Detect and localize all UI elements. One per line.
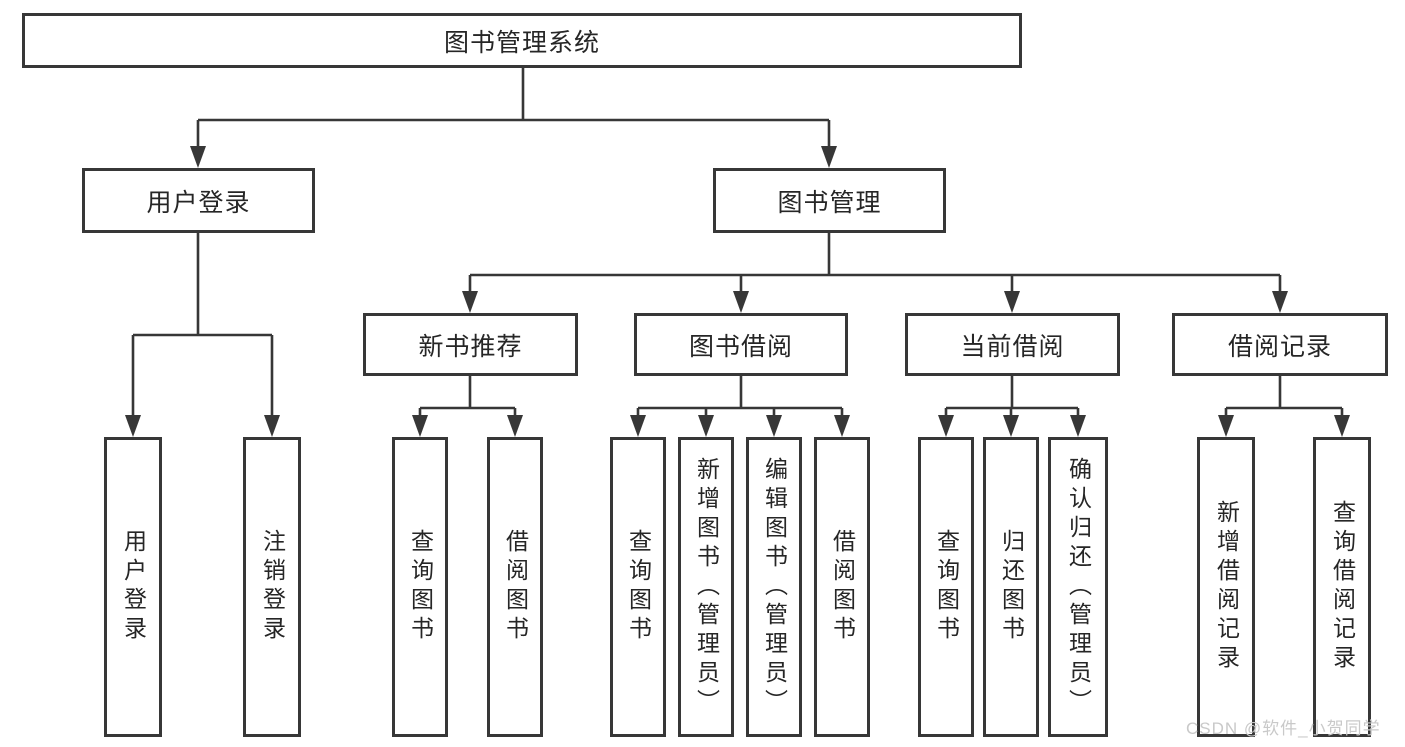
leaf-return-book-label: 归还图书 — [998, 529, 1025, 645]
leaf-add-record-label: 新增借阅记录 — [1213, 500, 1240, 674]
leaf-user-login: 用户登录 — [104, 437, 162, 737]
leaf-query-record: 查询借阅记录 — [1313, 437, 1371, 737]
connector-root-to-level1 — [196, 68, 831, 150]
node-root: 图书管理系统 — [22, 13, 1022, 68]
node-root-label: 图书管理系统 — [443, 28, 600, 57]
node-book-borrow-label: 图书借阅 — [688, 332, 793, 361]
leaf-borrow-book-1-label: 借阅图书 — [502, 529, 529, 645]
arrowhead — [1003, 415, 1019, 437]
arrowhead — [412, 415, 428, 437]
leaf-user-login-label: 用户登录 — [120, 529, 147, 645]
arrowheads — [125, 146, 1350, 437]
leaf-query-book-2-label: 查询图书 — [625, 529, 652, 645]
arrowhead — [1334, 415, 1350, 437]
leaf-confirm-return: 确认归还（管理员） — [1048, 437, 1108, 737]
node-book-mgmt-label: 图书管理 — [777, 188, 882, 217]
arrowhead — [698, 415, 714, 437]
node-current-borrow-label: 当前借阅 — [960, 332, 1065, 361]
connector-bookmgmt-to-level3 — [468, 233, 1282, 295]
leaf-logout-label: 注销登录 — [259, 529, 286, 645]
node-book-borrow: 图书借阅 — [634, 313, 848, 376]
arrowhead — [507, 415, 523, 437]
connector-lines — [131, 68, 1344, 419]
leaf-borrow-book-2-label: 借阅图书 — [829, 529, 856, 645]
leaf-query-record-label: 查询借阅记录 — [1329, 500, 1356, 674]
node-user-login: 用户登录 — [82, 168, 315, 233]
leaf-borrow-book-1: 借阅图书 — [487, 437, 543, 737]
leaf-query-book-3-label: 查询图书 — [933, 529, 960, 645]
leaf-return-book: 归还图书 — [983, 437, 1039, 737]
arrowhead — [190, 146, 206, 168]
arrowhead — [766, 415, 782, 437]
node-borrow-record-label: 借阅记录 — [1227, 332, 1332, 361]
node-borrow-record: 借阅记录 — [1172, 313, 1388, 376]
arrowhead — [821, 146, 837, 168]
arrowhead — [462, 291, 478, 313]
leaf-borrow-book-2: 借阅图书 — [814, 437, 870, 737]
leaf-add-record: 新增借阅记录 — [1197, 437, 1255, 737]
arrowhead — [264, 415, 280, 437]
connector-borrowrecord-to-leaves — [1224, 376, 1344, 419]
connector-newbookrec-to-leaves — [418, 376, 517, 419]
leaf-query-book-1: 查询图书 — [392, 437, 448, 737]
leaf-query-book-3: 查询图书 — [918, 437, 974, 737]
arrowhead — [1070, 415, 1086, 437]
connector-bookborrow-to-leaves — [636, 376, 844, 419]
leaf-edit-book: 编辑图书（管理员） — [746, 437, 802, 737]
node-current-borrow: 当前借阅 — [905, 313, 1120, 376]
leaf-add-book-label: 新增图书（管理员） — [693, 456, 720, 718]
leaf-edit-book-label: 编辑图书（管理员） — [761, 456, 788, 718]
arrowhead — [630, 415, 646, 437]
watermark: CSDN @软件_小贺同学 — [1186, 719, 1381, 738]
leaf-add-book: 新增图书（管理员） — [678, 437, 734, 737]
node-user-login-label: 用户登录 — [146, 188, 251, 217]
leaf-confirm-return-label: 确认归还（管理员） — [1065, 456, 1092, 718]
node-book-mgmt: 图书管理 — [713, 168, 946, 233]
connector-currentborrow-to-leaves — [944, 376, 1080, 419]
leaf-logout: 注销登录 — [243, 437, 301, 737]
leaf-query-book-2: 查询图书 — [610, 437, 666, 737]
arrowhead — [938, 415, 954, 437]
arrowhead — [834, 415, 850, 437]
arrowhead — [1272, 291, 1288, 313]
arrowhead — [125, 415, 141, 437]
arrowhead — [1004, 291, 1020, 313]
arrowhead — [1218, 415, 1234, 437]
leaf-query-book-1-label: 查询图书 — [407, 529, 434, 645]
node-new-book-rec: 新书推荐 — [363, 313, 578, 376]
connector-userlogin-to-leaves — [131, 233, 274, 419]
arrowhead — [733, 291, 749, 313]
node-new-book-rec-label: 新书推荐 — [418, 332, 523, 361]
